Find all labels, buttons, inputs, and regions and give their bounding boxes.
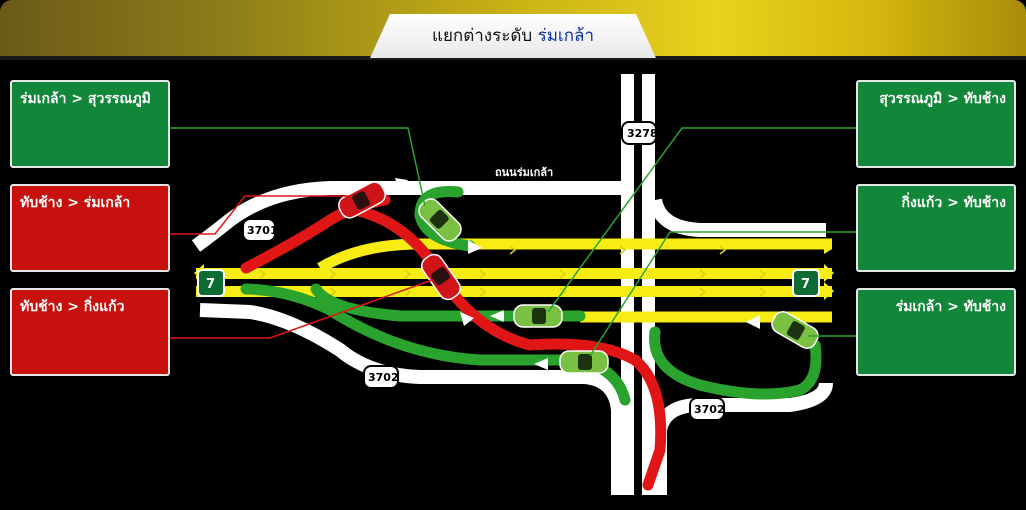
leader-thapchang-romklao (170, 195, 350, 235)
badge-3702-right-label: 3702 (694, 403, 725, 416)
route-label: สุวรรณภูมิ > ทับช้าง (879, 91, 1006, 107)
highway-arrow-east-3 (824, 282, 834, 300)
route-box-romklao-suvarnabhumi: ร่มเกล้า > สุวรรณภูมิ (10, 80, 170, 168)
badge-7-right: 7 (792, 269, 820, 297)
badge-3702-left-label: 3702 (368, 371, 399, 384)
leader-romklao-suvarnabhumi (170, 127, 426, 207)
green-route-suvarnabhumi-thapchang (310, 283, 586, 322)
highway-7 (194, 238, 834, 323)
highway-lane-2 (196, 286, 832, 297)
arrow-green-ramp (468, 240, 482, 254)
road-name-romklao: ถนนร่มเกล้า (495, 166, 553, 179)
highway-ramp-upper (317, 238, 832, 273)
badge-3701: 3701 (242, 218, 278, 242)
badge-3702-left: 3702 (363, 365, 399, 389)
title-tab (370, 14, 656, 58)
leader-lines (170, 127, 858, 357)
header-stripe (0, 56, 1026, 60)
page-title: แยกต่างระดับ ร่มเกล้า (370, 22, 656, 49)
title-prefix: แยกต่างระดับ (431, 26, 533, 46)
route-box-suvarnabhumi-thapchang: สุวรรณภูมิ > ทับช้าง (856, 80, 1016, 168)
car-red-middle (421, 253, 461, 301)
route-label: ทับช้าง > ร่มเกล้า (20, 195, 131, 211)
route-label: ทับช้าง > กิ่งแก้ว (20, 299, 125, 315)
romklao-road-top (191, 181, 625, 252)
leader-thapchang-kingkaew (170, 279, 433, 339)
car-green-top (418, 198, 462, 242)
route-box-thapchang-romklao: ทับช้าง > ร่มเกล้า (10, 184, 170, 272)
badge-3702-right: 3702 (689, 397, 725, 421)
highway-lane-1 (196, 268, 832, 279)
title-highlight: ร่มเกล้า (537, 26, 594, 46)
badge-7-right-label: 7 (801, 277, 810, 292)
route-box-kingkaew-thapchang: กิ่งแก้ว > ทับช้าง (856, 184, 1016, 272)
arrow-green-left1 (490, 310, 504, 322)
leader-suvarnabhumi-thapchang (547, 127, 858, 313)
route-box-thapchang-kingkaew: ทับช้าง > กิ่งแก้ว (10, 288, 170, 376)
route-label: ร่มเกล้า > ทับช้าง (895, 299, 1006, 315)
highway-arrow-east-1 (824, 240, 832, 254)
route-label: ร่มเกล้า > สุวรรณภูมิ (20, 91, 151, 107)
road-3278-ramp-right (648, 198, 826, 237)
car-green-right (771, 311, 819, 349)
arrow-green-right (746, 315, 760, 329)
badge-7-left: 7 (197, 269, 225, 297)
arrow-red-top (395, 178, 408, 190)
road-3702-right (653, 382, 833, 495)
highway-arrow-east-2 (824, 264, 834, 282)
car-green-lower (559, 350, 609, 374)
arrow-green-left2 (534, 358, 548, 370)
badge-3278-label: 3278 (627, 127, 658, 140)
green-route-romklao-thapchang (649, 326, 822, 400)
car-red-top (338, 181, 386, 219)
car-green-middle (513, 304, 563, 328)
badge-3278: 3278 (621, 121, 658, 145)
road-3278-median (634, 74, 642, 495)
interchange-map: ถนนร่มเกล้า 3278 3701 3702 3702 7 7 (170, 74, 858, 495)
local-roads (191, 74, 833, 495)
red-route-thapchang-kingkaew (349, 204, 667, 491)
route-box-romklao-thapchang: ร่มเกล้า > ทับช้าง (856, 288, 1016, 376)
leader-kingkaew-thapchang (589, 231, 858, 357)
badge-7-left-label: 7 (206, 277, 215, 292)
badge-3701-label: 3701 (247, 224, 278, 237)
arrow-red-mid (460, 312, 474, 326)
route-label: กิ่งแก้ว > ทับช้าง (901, 195, 1006, 211)
direction-arrows (395, 178, 760, 370)
